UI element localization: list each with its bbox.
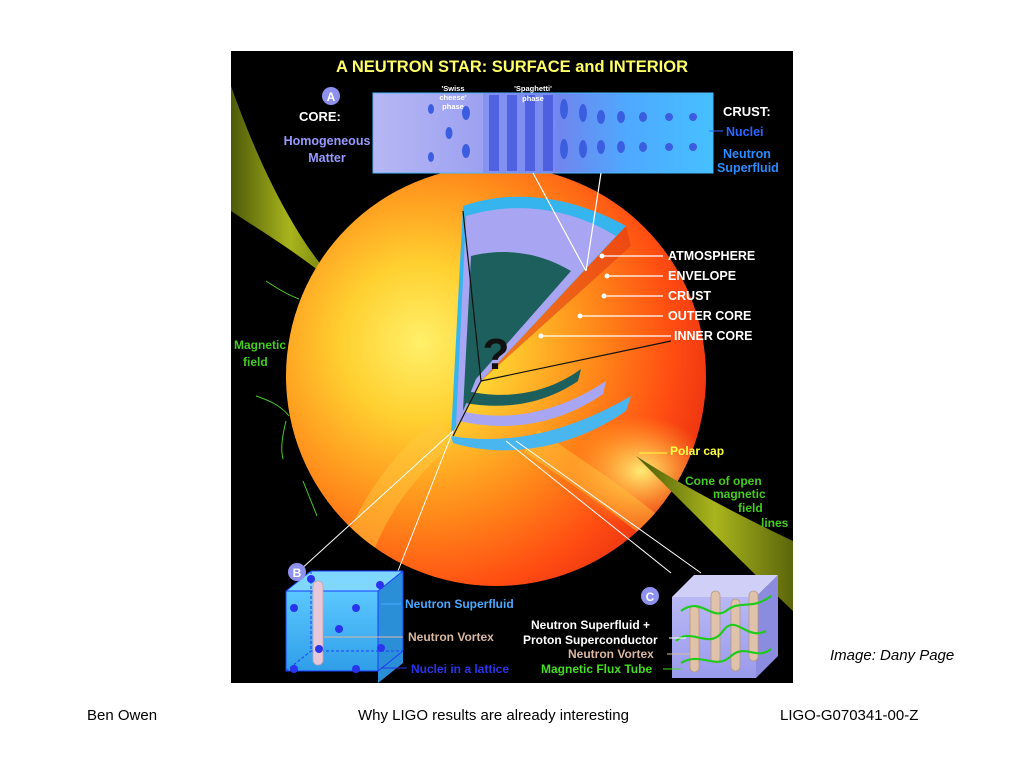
image-credit: Image: Dany Page [830,647,955,664]
layer-envelope: ENVELOPE [668,269,736,283]
swiss-phase-3: phase [442,102,464,111]
inset-c-superconductor: Proton Superconductor [523,633,658,647]
inset-b: B Neutron Superfluid Neutron Vortex Nucl… [285,563,514,683]
footer-title: Why LIGO results are already interesting [358,707,629,724]
inner-core-question: ? [483,330,510,379]
inset-b-nuclei: Nuclei in a lattice [411,662,509,676]
inset-c-fluxtube: Magnetic Flux Tube [541,662,652,676]
crust-item-superfluid: Superfluid [717,161,779,175]
magnetic-label-1: Magnetic [234,338,286,352]
core-desc-line-1: Homogeneous [284,134,371,148]
inset-a-badge: A [327,90,336,104]
diagram-title: A NEUTRON STAR: SURFACE and INTERIOR [336,58,688,76]
layer-inner-core: INNER CORE [674,329,752,343]
cone-label-2: magnetic [713,487,766,501]
cone-label-1: Cone of open [685,474,762,488]
layer-atmosphere: ATMOSPHERE [668,249,755,263]
inset-c-vortex: Neutron Vortex [568,647,654,661]
cutaway-interior [451,196,672,451]
upper-field-cone [231,86,349,296]
cone-label-4: lines [761,516,789,530]
footer-doc-id: LIGO-G070341-00-Z [780,707,919,724]
layer-outer-core: OUTER CORE [668,309,751,323]
swiss-phase-2: cheese' [439,93,466,102]
inset-c-badge: C [646,590,655,604]
core-heading: CORE: [299,109,341,124]
crust-item-nuclei: Nuclei [726,125,764,139]
inset-c: C Neutron Superfluid + Proton Supercondu… [523,575,778,678]
inset-a-badge-circle [322,87,340,105]
inset-b-badge: B [293,566,302,580]
inset-b-vortex: Neutron Vortex [408,630,494,644]
inset-c-superfluid: Neutron Superfluid + [531,618,650,632]
core-desc-line-2: Matter [308,151,346,165]
inset-a: A CORE: Homogeneous Matter 'Swiss cheese… [284,84,779,272]
polar-cap-label: Polar cap [670,444,724,458]
layer-callouts [541,255,671,337]
magnetic-label-2: field [243,355,268,369]
cone-label-3: field [738,501,763,515]
inset-b-superfluid: Neutron Superfluid [405,597,514,611]
crust-heading: CRUST: [723,104,771,119]
layer-crust: CRUST [668,289,711,303]
spaghetti-phase-2: phase [522,94,544,103]
footer-author: Ben Owen [87,707,158,724]
swiss-phase-1: 'Swiss [441,84,464,93]
neutron-star-figure: ? ATMOSPHERE ENVELOPE CRUST OUTER CORE I… [231,51,793,683]
crust-item-neutron: Neutron [723,147,771,161]
lower-field-cone [636,456,793,611]
spaghetti-phase-1: 'Spaghetti' [514,84,552,93]
magnetic-field-lines [255,280,318,517]
